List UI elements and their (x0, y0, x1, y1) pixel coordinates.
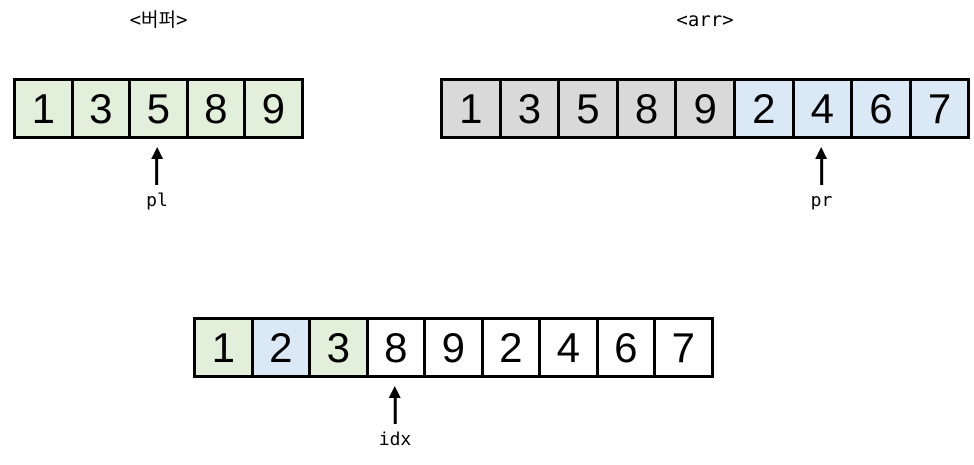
buffer-pointer-label: pl (146, 190, 168, 211)
array-cell: 6 (850, 78, 909, 139)
arrow-head-icon (151, 147, 163, 159)
arr-pointer-label: pr (810, 190, 833, 211)
arrow-head-icon (815, 147, 828, 159)
merged-pointer-label: idx (378, 429, 412, 450)
buffer-pointer: pl (146, 147, 168, 211)
arrow-head-icon (388, 386, 401, 398)
array-cell: 3 (498, 78, 558, 139)
array-cell: 8 (365, 317, 423, 378)
array-cell: 2 (480, 317, 538, 378)
array-cell: 9 (243, 78, 304, 139)
arr-title: <arr> (676, 9, 734, 31)
array-cell: 8 (185, 78, 243, 139)
array-cell: 3 (70, 78, 128, 139)
array-cell: 9 (674, 78, 733, 139)
buffer-title: <버퍼> (129, 9, 188, 31)
array-cell: 8 (615, 78, 675, 139)
array-cell: 1 (13, 78, 71, 139)
arrow-shaft (820, 159, 823, 185)
array-cell: 2 (250, 317, 308, 378)
array-cell: 1 (440, 78, 499, 139)
merged-pointer: idx (378, 386, 412, 450)
up-arrow-icon (815, 147, 828, 185)
array-cell: 9 (423, 317, 481, 378)
arrow-shaft (155, 159, 159, 185)
array-cell: 4 (538, 317, 596, 378)
array-cell: 7 (908, 78, 971, 139)
array-cell: 4 (791, 78, 851, 139)
up-arrow-icon (151, 147, 163, 185)
up-arrow-icon (388, 386, 401, 424)
arrow-shaft (393, 398, 397, 424)
array-cell: 5 (128, 78, 186, 139)
array-cell: 2 (732, 78, 792, 139)
array-cell: 1 (193, 317, 251, 378)
array-cell: 7 (653, 317, 714, 378)
array-cell: 5 (557, 78, 616, 139)
arr-pointer: pr (810, 147, 833, 211)
array-cell: 3 (308, 317, 366, 378)
array-cell: 6 (595, 317, 653, 378)
